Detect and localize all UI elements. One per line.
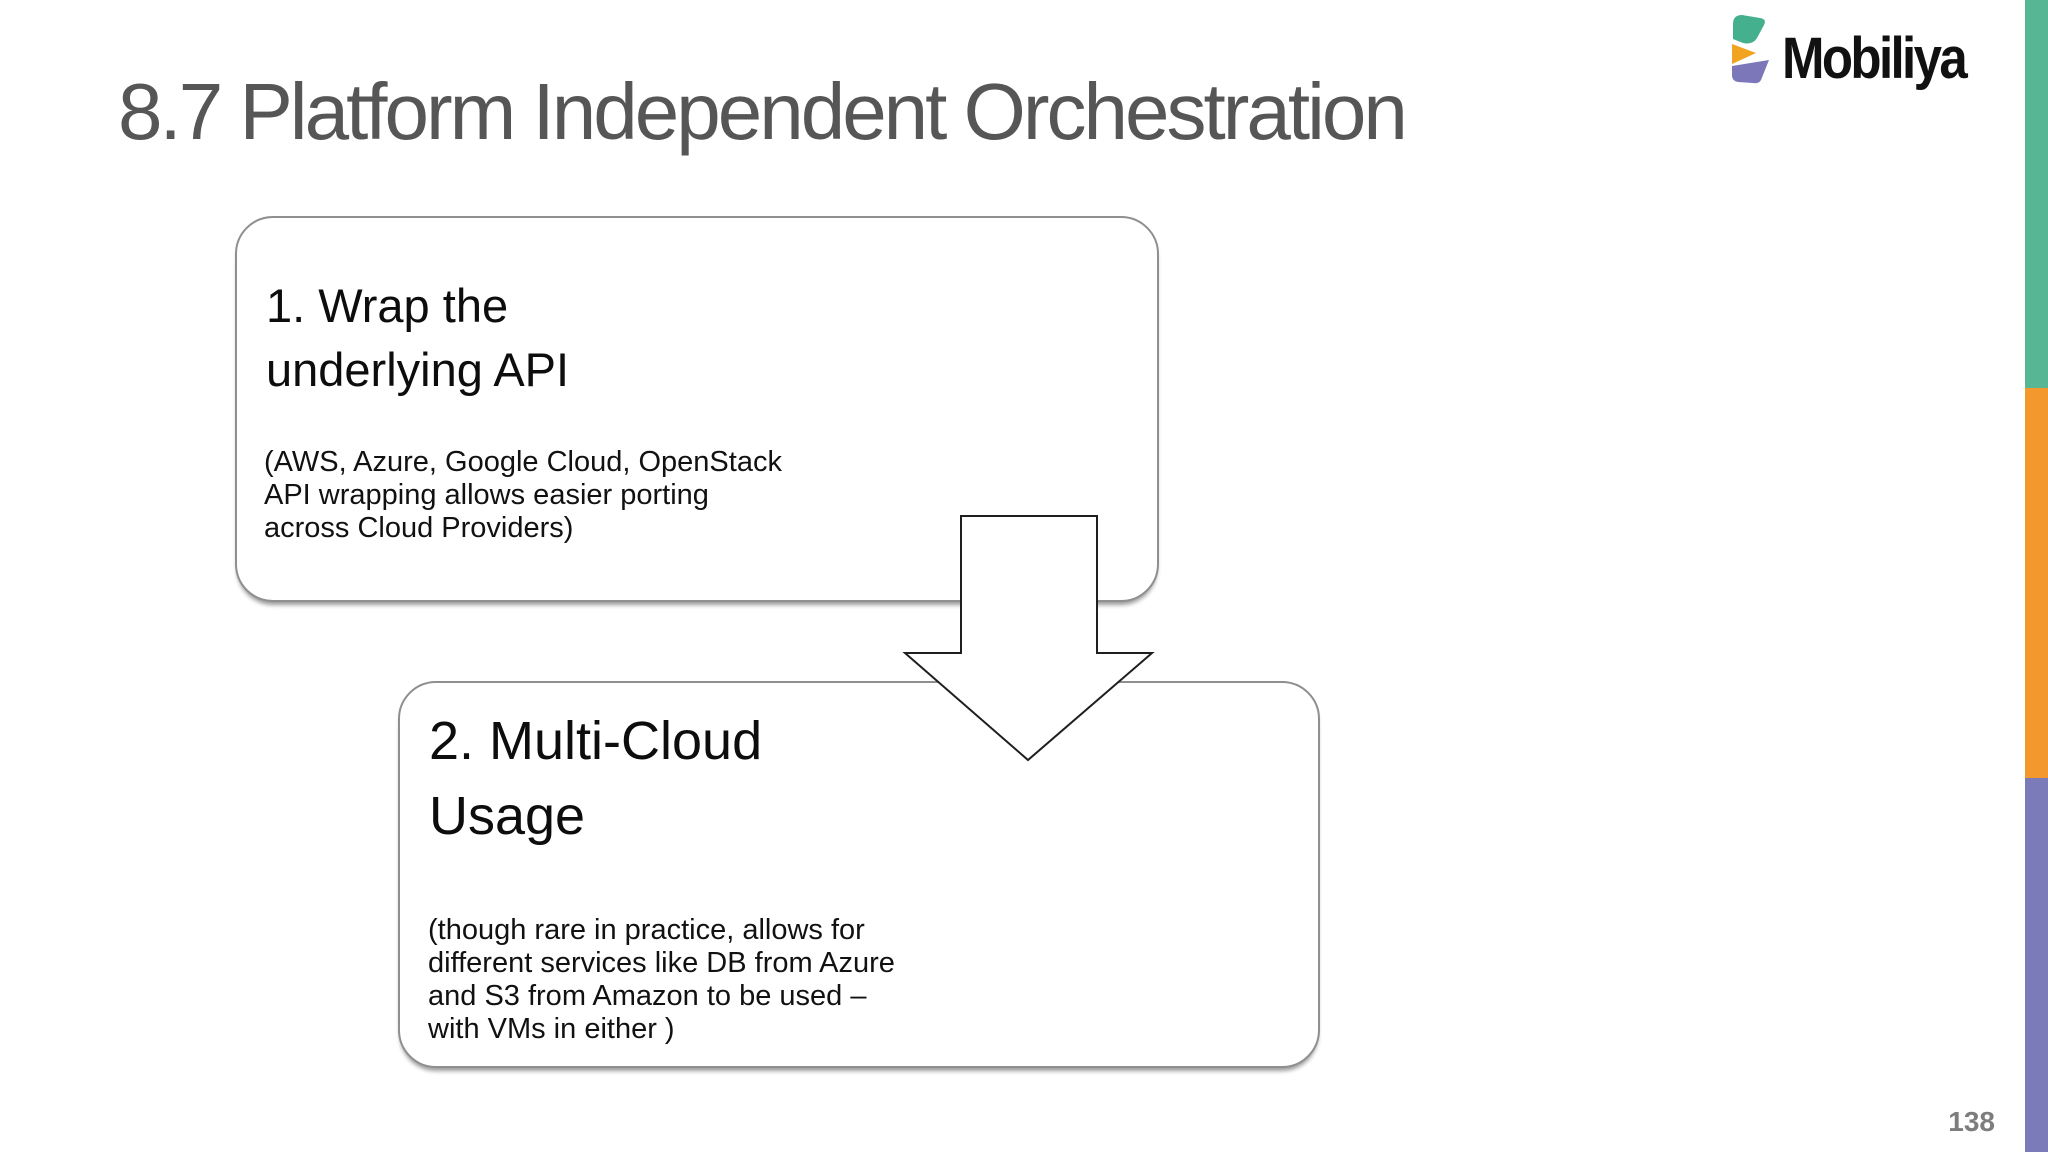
step-box-1: 1. Wrap the underlying API (AWS, Azure, … xyxy=(235,216,1159,602)
brand-name: Mobiliya xyxy=(1782,26,1968,91)
accent-bar xyxy=(2025,0,2048,1152)
logo: Mobiliya xyxy=(1730,12,1990,88)
accent-bar-segment-orange xyxy=(2025,388,2048,778)
step-box-2-title: 2. Multi-Cloud Usage xyxy=(429,711,763,846)
logo-sail-purple xyxy=(1732,60,1769,84)
accent-bar-segment-purple xyxy=(2025,778,2048,1152)
step-box-2-body: (though rare in practice, allows for dif… xyxy=(428,914,895,1045)
step-box-2: 2. Multi-Cloud Usage (though rare in pra… xyxy=(398,681,1320,1068)
logo-triangle-yellow xyxy=(1732,44,1756,64)
step-box-1-title: 1. Wrap the underlying API xyxy=(266,279,570,396)
accent-bar-segment-teal xyxy=(2025,0,2048,388)
down-arrow-shape xyxy=(902,515,1155,762)
mobiliya-logo-icon xyxy=(1732,15,1769,84)
logo-leaf-teal xyxy=(1733,15,1765,44)
page-number: 138 xyxy=(1948,1106,1995,1137)
page-title: 8.7 Platform Independent Orchestration xyxy=(118,67,1408,156)
step-box-1-body: (AWS, Azure, Google Cloud, OpenStack API… xyxy=(264,446,782,544)
down-arrow-icon xyxy=(902,515,1155,762)
